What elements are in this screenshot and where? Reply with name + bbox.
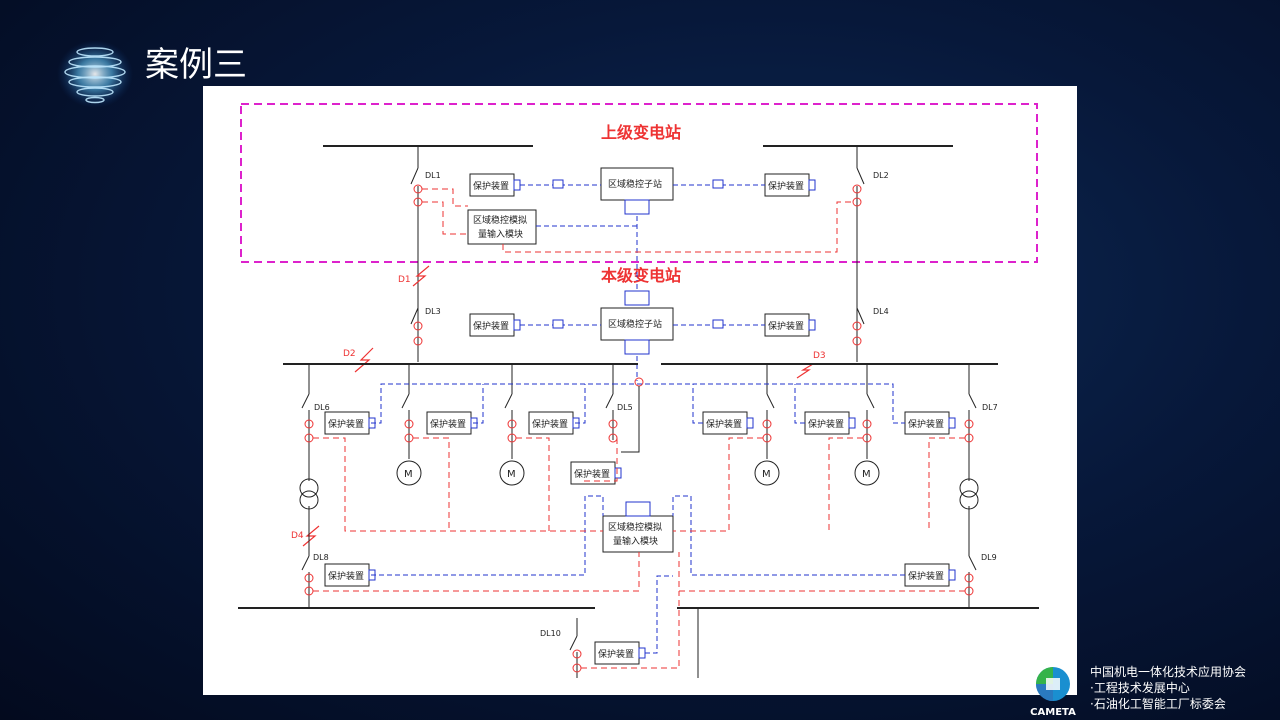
svg-text:保护装置: 保护装置 [532,418,568,430]
regional-substation-upper: 区域稳控子站 [600,167,674,201]
protection-device-local-left: 保护装置 [469,313,521,337]
breaker-dl3: DL3 [425,307,441,316]
svg-text:M: M [862,469,871,480]
fault-d1: D1 [398,275,411,285]
motor-4: M [854,460,880,486]
local-substation-label: 本级变电站 [601,266,681,285]
svg-text:区域稳控模拟: 区域稳控模拟 [608,521,662,533]
svg-text:保护装置: 保护装置 [328,570,364,582]
breaker-dl1: DL1 [425,171,441,180]
fault-d2: D2 [343,349,356,359]
regional-substation-local: 区域稳控子站 [600,307,674,341]
diagram-panel: 上级变电站 本级变电站 DL1 DL2 DL3 DL4 保护装置 保护装置 区域… [203,86,1077,695]
breaker-dl5: DL5 [617,403,633,412]
protection-device-dl6: 保护装置 [324,411,376,435]
fault-d4: D4 [291,531,304,541]
svg-text:区域稳控模拟: 区域稳控模拟 [473,214,527,226]
svg-text:保护装置: 保护装置 [706,418,742,430]
protection-device-m1: 保护装置 [426,411,478,435]
fault-d3: D3 [813,351,826,361]
protection-device-dl7: 保护装置 [904,411,956,435]
spiral-globe-logo [57,40,133,108]
svg-text:保护装置: 保护装置 [574,468,610,480]
motor-2: M [499,460,525,486]
breaker-dl4: DL4 [873,307,889,316]
breaker-dl7: DL7 [982,403,998,412]
svg-text:保护装置: 保护装置 [598,648,634,660]
protection-device-dl5: 保护装置 [570,461,622,485]
protection-device-dl8: 保护装置 [324,563,376,587]
protection-device-m2: 保护装置 [528,411,580,435]
protection-device-dl9: 保护装置 [904,563,956,587]
svg-text:保护装置: 保护装置 [768,180,804,192]
protection-device-upper-right: 保护装置 [764,173,816,197]
transformer-left [299,478,319,510]
upper-substation-boundary [240,103,1038,263]
footer-line-2: ·工程技术发展中心 [1090,681,1190,695]
breaker-dl6: DL6 [314,403,330,412]
svg-text:量输入模块: 量输入模块 [478,228,523,240]
svg-text:M: M [507,469,516,480]
transformer-right [959,478,979,510]
upper-substation-label: 上级变电站 [601,123,681,142]
page-title: 案例三 [145,45,247,85]
footer-line-1: 中国机电一体化技术应用协会 [1090,665,1247,679]
footer-organization: 中国机电一体化技术应用协会 ·工程技术发展中心 ·石油化工智能工厂标委会 [1090,664,1246,712]
svg-text:保护装置: 保护装置 [430,418,466,430]
svg-text:区域稳控子站: 区域稳控子站 [608,318,662,330]
footer-line-3: ·石油化工智能工厂标委会 [1090,697,1226,711]
breaker-dl8: DL8 [313,553,329,562]
protection-device-dl10: 保护装置 [594,641,646,665]
svg-text:保护装置: 保护装置 [908,418,944,430]
motor-3: M [754,460,780,486]
protection-device-local-right: 保护装置 [764,313,816,337]
analog-input-module-upper: 区域稳控模拟 量输入模块 [467,209,537,245]
motor-1: M [396,460,422,486]
svg-text:保护装置: 保护装置 [473,180,509,192]
protection-device-upper-left: 保护装置 [469,173,521,197]
breaker-dl10: DL10 [540,629,561,638]
svg-text:保护装置: 保护装置 [808,418,844,430]
svg-text:量输入模块: 量输入模块 [613,535,658,547]
breaker-dl9: DL9 [981,553,997,562]
svg-text:保护装置: 保护装置 [908,570,944,582]
svg-text:保护装置: 保护装置 [473,320,509,332]
svg-text:M: M [404,469,413,480]
cameta-logo: CAMETA [1030,667,1076,718]
svg-text:M: M [762,469,771,480]
cameta-logo-text: CAMETA [1030,707,1076,718]
svg-text:区域稳控子站: 区域稳控子站 [608,178,662,190]
breaker-dl2: DL2 [873,171,889,180]
circuit-diagram: 上级变电站 本级变电站 DL1 DL2 DL3 DL4 保护装置 保护装置 区域… [238,103,1039,678]
svg-text:保护装置: 保护装置 [328,418,364,430]
svg-text:保护装置: 保护装置 [768,320,804,332]
protection-device-m4: 保护装置 [804,411,856,435]
protection-device-m3: 保护装置 [702,411,754,435]
analog-input-module-local: 区域稳控模拟 量输入模块 [602,501,674,553]
